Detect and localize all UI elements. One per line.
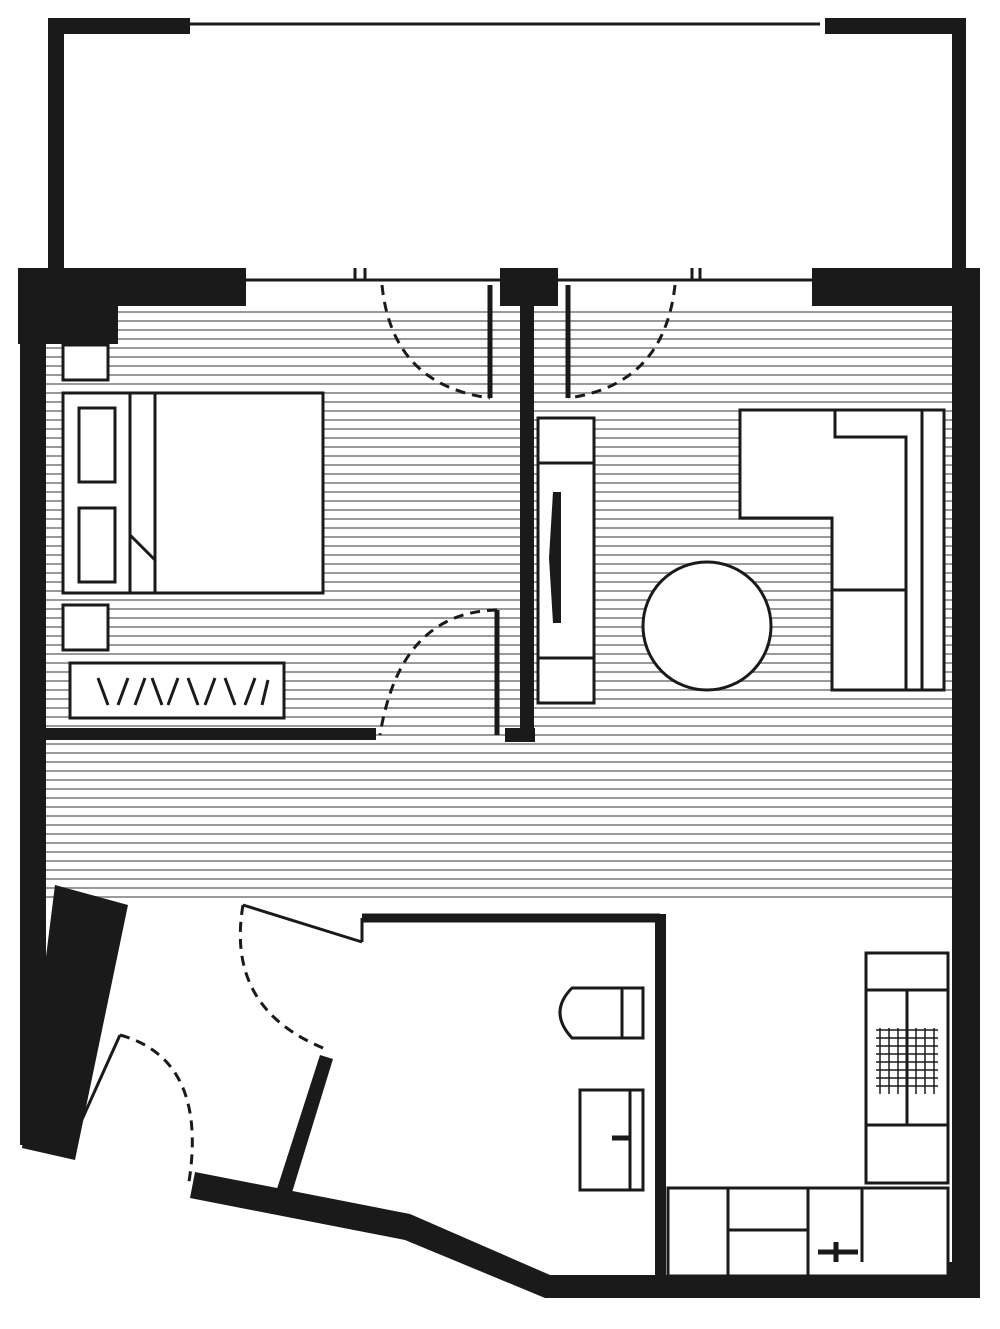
bedside-table-bottom <box>61 603 110 652</box>
cooktop-grid <box>876 1028 938 1094</box>
toilet <box>558 986 645 1040</box>
living-furniture <box>536 408 946 705</box>
pillow-bottom <box>77 506 117 584</box>
interior-walls <box>46 300 666 1284</box>
tv <box>549 492 561 623</box>
basin <box>578 1088 645 1192</box>
tv-unit <box>536 416 596 705</box>
balcony <box>48 18 966 273</box>
wardrobe-hangers <box>96 677 270 706</box>
round-table <box>641 560 773 692</box>
wardrobe <box>68 661 286 720</box>
bathroom-fixtures <box>558 986 645 1192</box>
exterior-walls <box>18 268 980 1298</box>
pillow-top <box>77 406 117 484</box>
bedside-table-top <box>61 343 110 382</box>
doors <box>73 284 677 1189</box>
kitchen-fixtures <box>666 951 950 1278</box>
sofa <box>738 408 946 692</box>
bedroom-furniture <box>61 343 325 720</box>
balcony-doors <box>246 268 812 282</box>
